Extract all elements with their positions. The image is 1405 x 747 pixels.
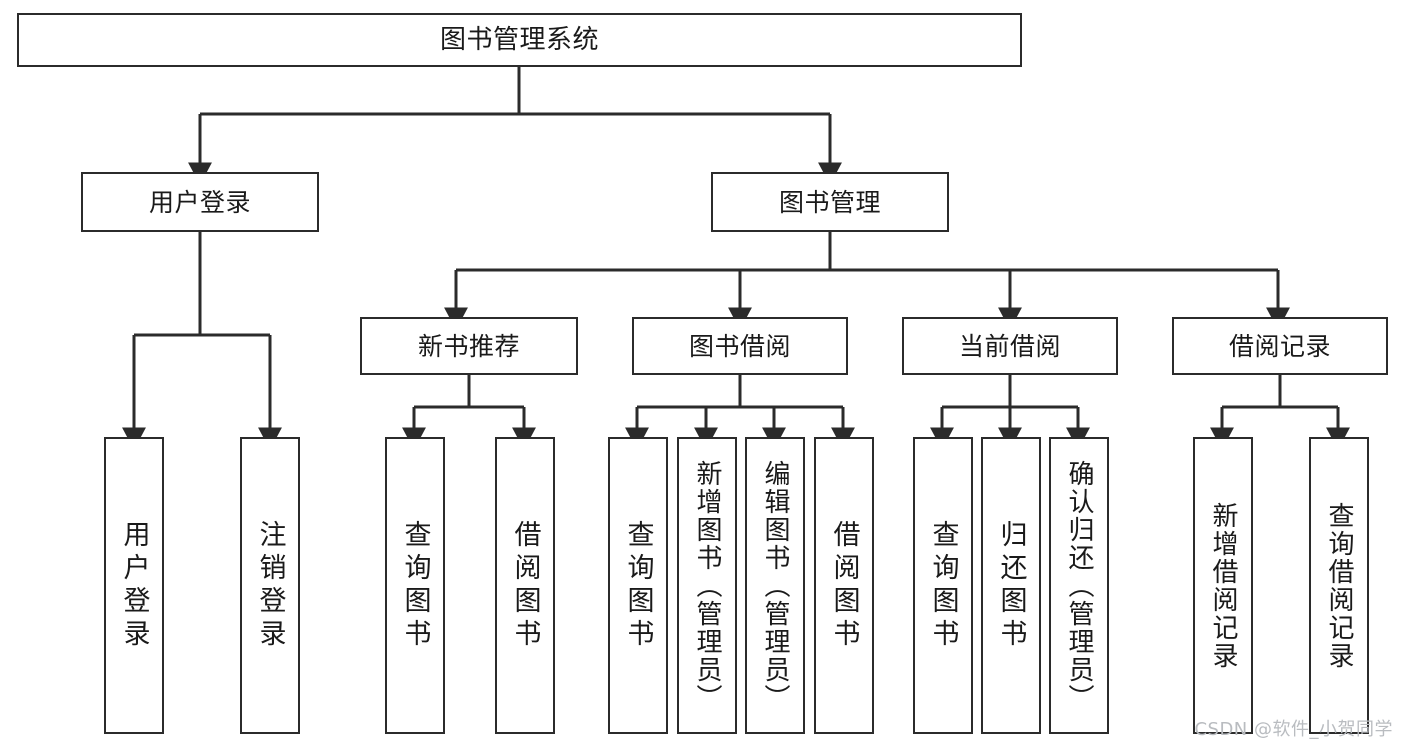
node-new-book-rec[interactable]: 新书推荐 bbox=[360, 317, 578, 375]
node-leaf-query-record-label: 查询借阅记录 bbox=[1324, 501, 1354, 670]
node-leaf-borrow-book-2-label: 借阅图书 bbox=[828, 519, 860, 652]
node-leaf-query-book-2[interactable]: 查询图书 bbox=[608, 437, 668, 734]
node-leaf-borrow-book-1-label: 借阅图书 bbox=[509, 519, 541, 652]
node-leaf-add-record[interactable]: 新增借阅记录 bbox=[1193, 437, 1253, 734]
node-leaf-query-book-3-label: 查询图书 bbox=[927, 519, 959, 652]
node-leaf-confirm-return[interactable]: 确认归还（管理员） bbox=[1049, 437, 1109, 734]
node-leaf-return-book-label: 归还图书 bbox=[995, 519, 1027, 652]
node-new-book-rec-label: 新书推荐 bbox=[417, 331, 520, 361]
node-current-borrow-label: 当前借阅 bbox=[958, 331, 1061, 361]
node-borrow-record-label: 借阅记录 bbox=[1228, 331, 1331, 361]
node-leaf-return-book[interactable]: 归还图书 bbox=[981, 437, 1041, 734]
watermark-text: CSDN @软件_小贺同学 bbox=[1194, 719, 1393, 740]
node-leaf-edit-book[interactable]: 编辑图书（管理员） bbox=[745, 437, 805, 734]
node-leaf-borrow-book-1[interactable]: 借阅图书 bbox=[495, 437, 555, 734]
node-leaf-confirm-return-label: 确认归还（管理员） bbox=[1064, 459, 1094, 712]
node-leaf-query-book-2-label: 查询图书 bbox=[622, 519, 654, 652]
node-leaf-user-login[interactable]: 用户登录 bbox=[104, 437, 164, 734]
node-leaf-borrow-book-2[interactable]: 借阅图书 bbox=[814, 437, 874, 734]
node-leaf-query-book-1[interactable]: 查询图书 bbox=[385, 437, 445, 734]
node-leaf-logout-label: 注销登录 bbox=[254, 519, 286, 652]
node-leaf-query-book-3[interactable]: 查询图书 bbox=[913, 437, 973, 734]
node-book-manage[interactable]: 图书管理 bbox=[711, 172, 949, 232]
node-leaf-add-book-label: 新增图书（管理员） bbox=[692, 459, 722, 712]
node-book-borrow-label: 图书借阅 bbox=[688, 331, 791, 361]
node-leaf-user-login-label: 用户登录 bbox=[118, 519, 150, 652]
node-leaf-query-book-1-label: 查询图书 bbox=[399, 519, 431, 652]
node-root[interactable]: 图书管理系统 bbox=[17, 13, 1022, 67]
node-book-manage-label: 图书管理 bbox=[778, 187, 881, 217]
node-leaf-logout[interactable]: 注销登录 bbox=[240, 437, 300, 734]
node-book-borrow[interactable]: 图书借阅 bbox=[632, 317, 848, 375]
node-borrow-record[interactable]: 借阅记录 bbox=[1172, 317, 1388, 375]
node-user-login-label: 用户登录 bbox=[148, 187, 251, 217]
node-leaf-query-record[interactable]: 查询借阅记录 bbox=[1309, 437, 1369, 734]
node-leaf-add-book[interactable]: 新增图书（管理员） bbox=[677, 437, 737, 734]
node-root-label: 图书管理系统 bbox=[439, 25, 599, 55]
node-user-login[interactable]: 用户登录 bbox=[81, 172, 319, 232]
node-current-borrow[interactable]: 当前借阅 bbox=[902, 317, 1118, 375]
node-leaf-add-record-label: 新增借阅记录 bbox=[1208, 501, 1238, 670]
node-leaf-edit-book-label: 编辑图书（管理员） bbox=[760, 459, 790, 712]
